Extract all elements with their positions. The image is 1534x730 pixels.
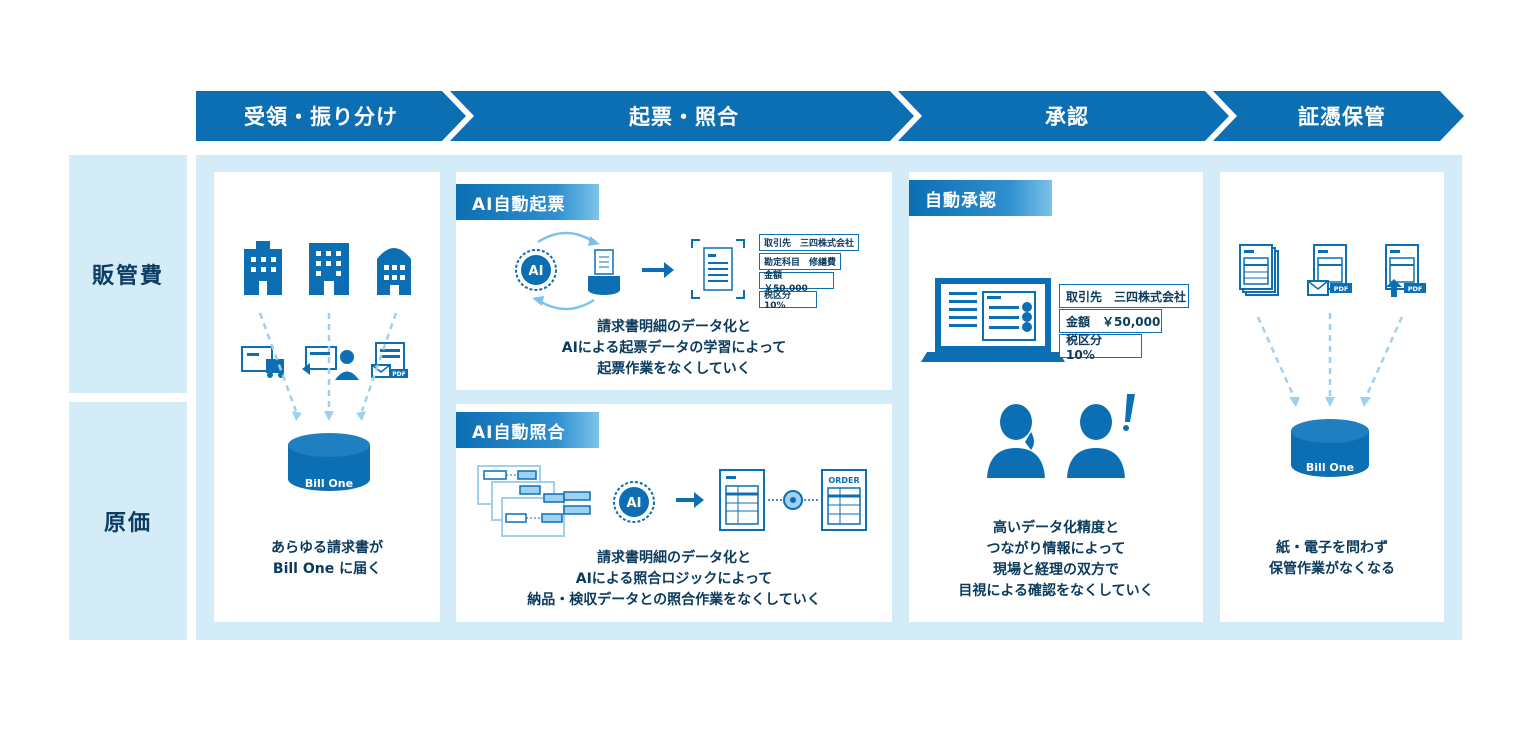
order-document-icon: ORDER bbox=[821, 469, 867, 531]
inflow-arrows bbox=[258, 312, 398, 412]
entry-field-tax: 税区分 10% bbox=[759, 291, 817, 311]
ai-entry-description: 請求書明細のデータ化と AIによる起票データの学習によって 起票作業をなくしてい… bbox=[561, 319, 787, 377]
panel-approval bbox=[909, 172, 1203, 622]
exclamation-icon bbox=[1123, 394, 1135, 431]
ai-match-description: 請求書明細のデータ化と AIによる照合ロジックによって 納品・検収データとの照合… bbox=[527, 550, 821, 608]
stage-header-bar bbox=[196, 91, 1464, 141]
tag-ai-match: AI自動照合 bbox=[456, 412, 599, 448]
row-label-sga: 販管費 bbox=[69, 155, 187, 393]
approval-illustration bbox=[921, 278, 1135, 478]
approval-description: 高いデータ化精度と つながり情報によって 現場と経理の双方で 目視による確認をな… bbox=[958, 520, 1154, 599]
entry-field-account: 勘定科目 修繕費 bbox=[759, 253, 841, 270]
bill-one-database-icon: Bill One bbox=[288, 433, 370, 491]
invoice-table-icon bbox=[719, 469, 765, 531]
stacked-documents-icon bbox=[1239, 244, 1279, 296]
svg-text:PDF: PDF bbox=[1408, 285, 1423, 293]
ai-icon: AI bbox=[613, 481, 655, 523]
receive-description: あらゆる請求書が Bill One に届く bbox=[271, 540, 383, 577]
row-label-cost: 原価 bbox=[69, 402, 187, 640]
matching-documents-icon bbox=[477, 465, 591, 537]
pdf-document-icon: PDF bbox=[371, 342, 408, 378]
svg-text:Bill One: Bill One bbox=[1306, 461, 1354, 474]
right-arrow-icon bbox=[676, 492, 704, 508]
svg-text:AI: AI bbox=[529, 264, 544, 279]
ai-icon: AI bbox=[515, 249, 557, 291]
storage-inflow-arrows bbox=[1256, 313, 1404, 398]
tag-approval: 自動承認 bbox=[909, 180, 1052, 216]
stage-label-approval: 承認 bbox=[1045, 105, 1089, 129]
user-invoice-icon bbox=[302, 346, 359, 380]
entry-field-vendor: 取引先 三四株式会社 bbox=[759, 234, 859, 251]
approval-field-vendor: 取引先 三四株式会社 bbox=[1059, 284, 1189, 308]
approval-field-amount: 金額 ￥50,000 bbox=[1059, 309, 1162, 333]
gear-link-icon bbox=[768, 490, 818, 510]
svg-text:AI: AI bbox=[627, 496, 642, 511]
stage-label-entry: 起票・照合 bbox=[629, 105, 739, 129]
svg-text:PDF: PDF bbox=[392, 371, 405, 378]
svg-text:PDF: PDF bbox=[1334, 285, 1349, 293]
mail-truck-icon bbox=[241, 346, 284, 378]
data-stack-icon bbox=[588, 249, 620, 295]
tag-ai-entry: AI自動起票 bbox=[456, 184, 599, 220]
pdf-mail-document-icon: PDF bbox=[1307, 244, 1352, 296]
entry-field-amount: 金額 ￥50,000 bbox=[759, 271, 834, 294]
ai-entry-illustration: AI bbox=[515, 231, 745, 311]
building-icon bbox=[377, 248, 411, 295]
stage-chevron-4 bbox=[1213, 91, 1464, 141]
laptop-checklist-icon bbox=[921, 278, 1065, 362]
stage-label-storage: 証憑保管 bbox=[1298, 105, 1386, 129]
ai-match-illustration: AI ORDER bbox=[477, 465, 867, 537]
stage-chevron-1 bbox=[196, 91, 466, 141]
svg-text:ORDER: ORDER bbox=[828, 476, 859, 485]
stage-chevron-2 bbox=[450, 91, 914, 141]
approval-field-tax: 税区分 10% bbox=[1059, 333, 1142, 362]
db-label: Bill One bbox=[305, 477, 353, 490]
pdf-upload-document-icon: PDF bbox=[1385, 244, 1426, 297]
stage-chevron-3 bbox=[898, 91, 1229, 141]
right-arrow-icon bbox=[642, 262, 674, 278]
person-female-icon bbox=[987, 404, 1045, 478]
scanned-document-icon bbox=[691, 239, 745, 299]
bill-one-database-icon: Bill One bbox=[1291, 419, 1369, 477]
storage-illustration: PDF PDF Bill One bbox=[1239, 244, 1426, 477]
storage-description: 紙・電子を問わず 保管作業がなくなる bbox=[1269, 540, 1395, 577]
receive-illustration: PDF Bill One bbox=[241, 241, 411, 491]
stage-label-receive: 受領・振り分け bbox=[244, 105, 398, 129]
person-male-icon bbox=[1067, 404, 1125, 478]
